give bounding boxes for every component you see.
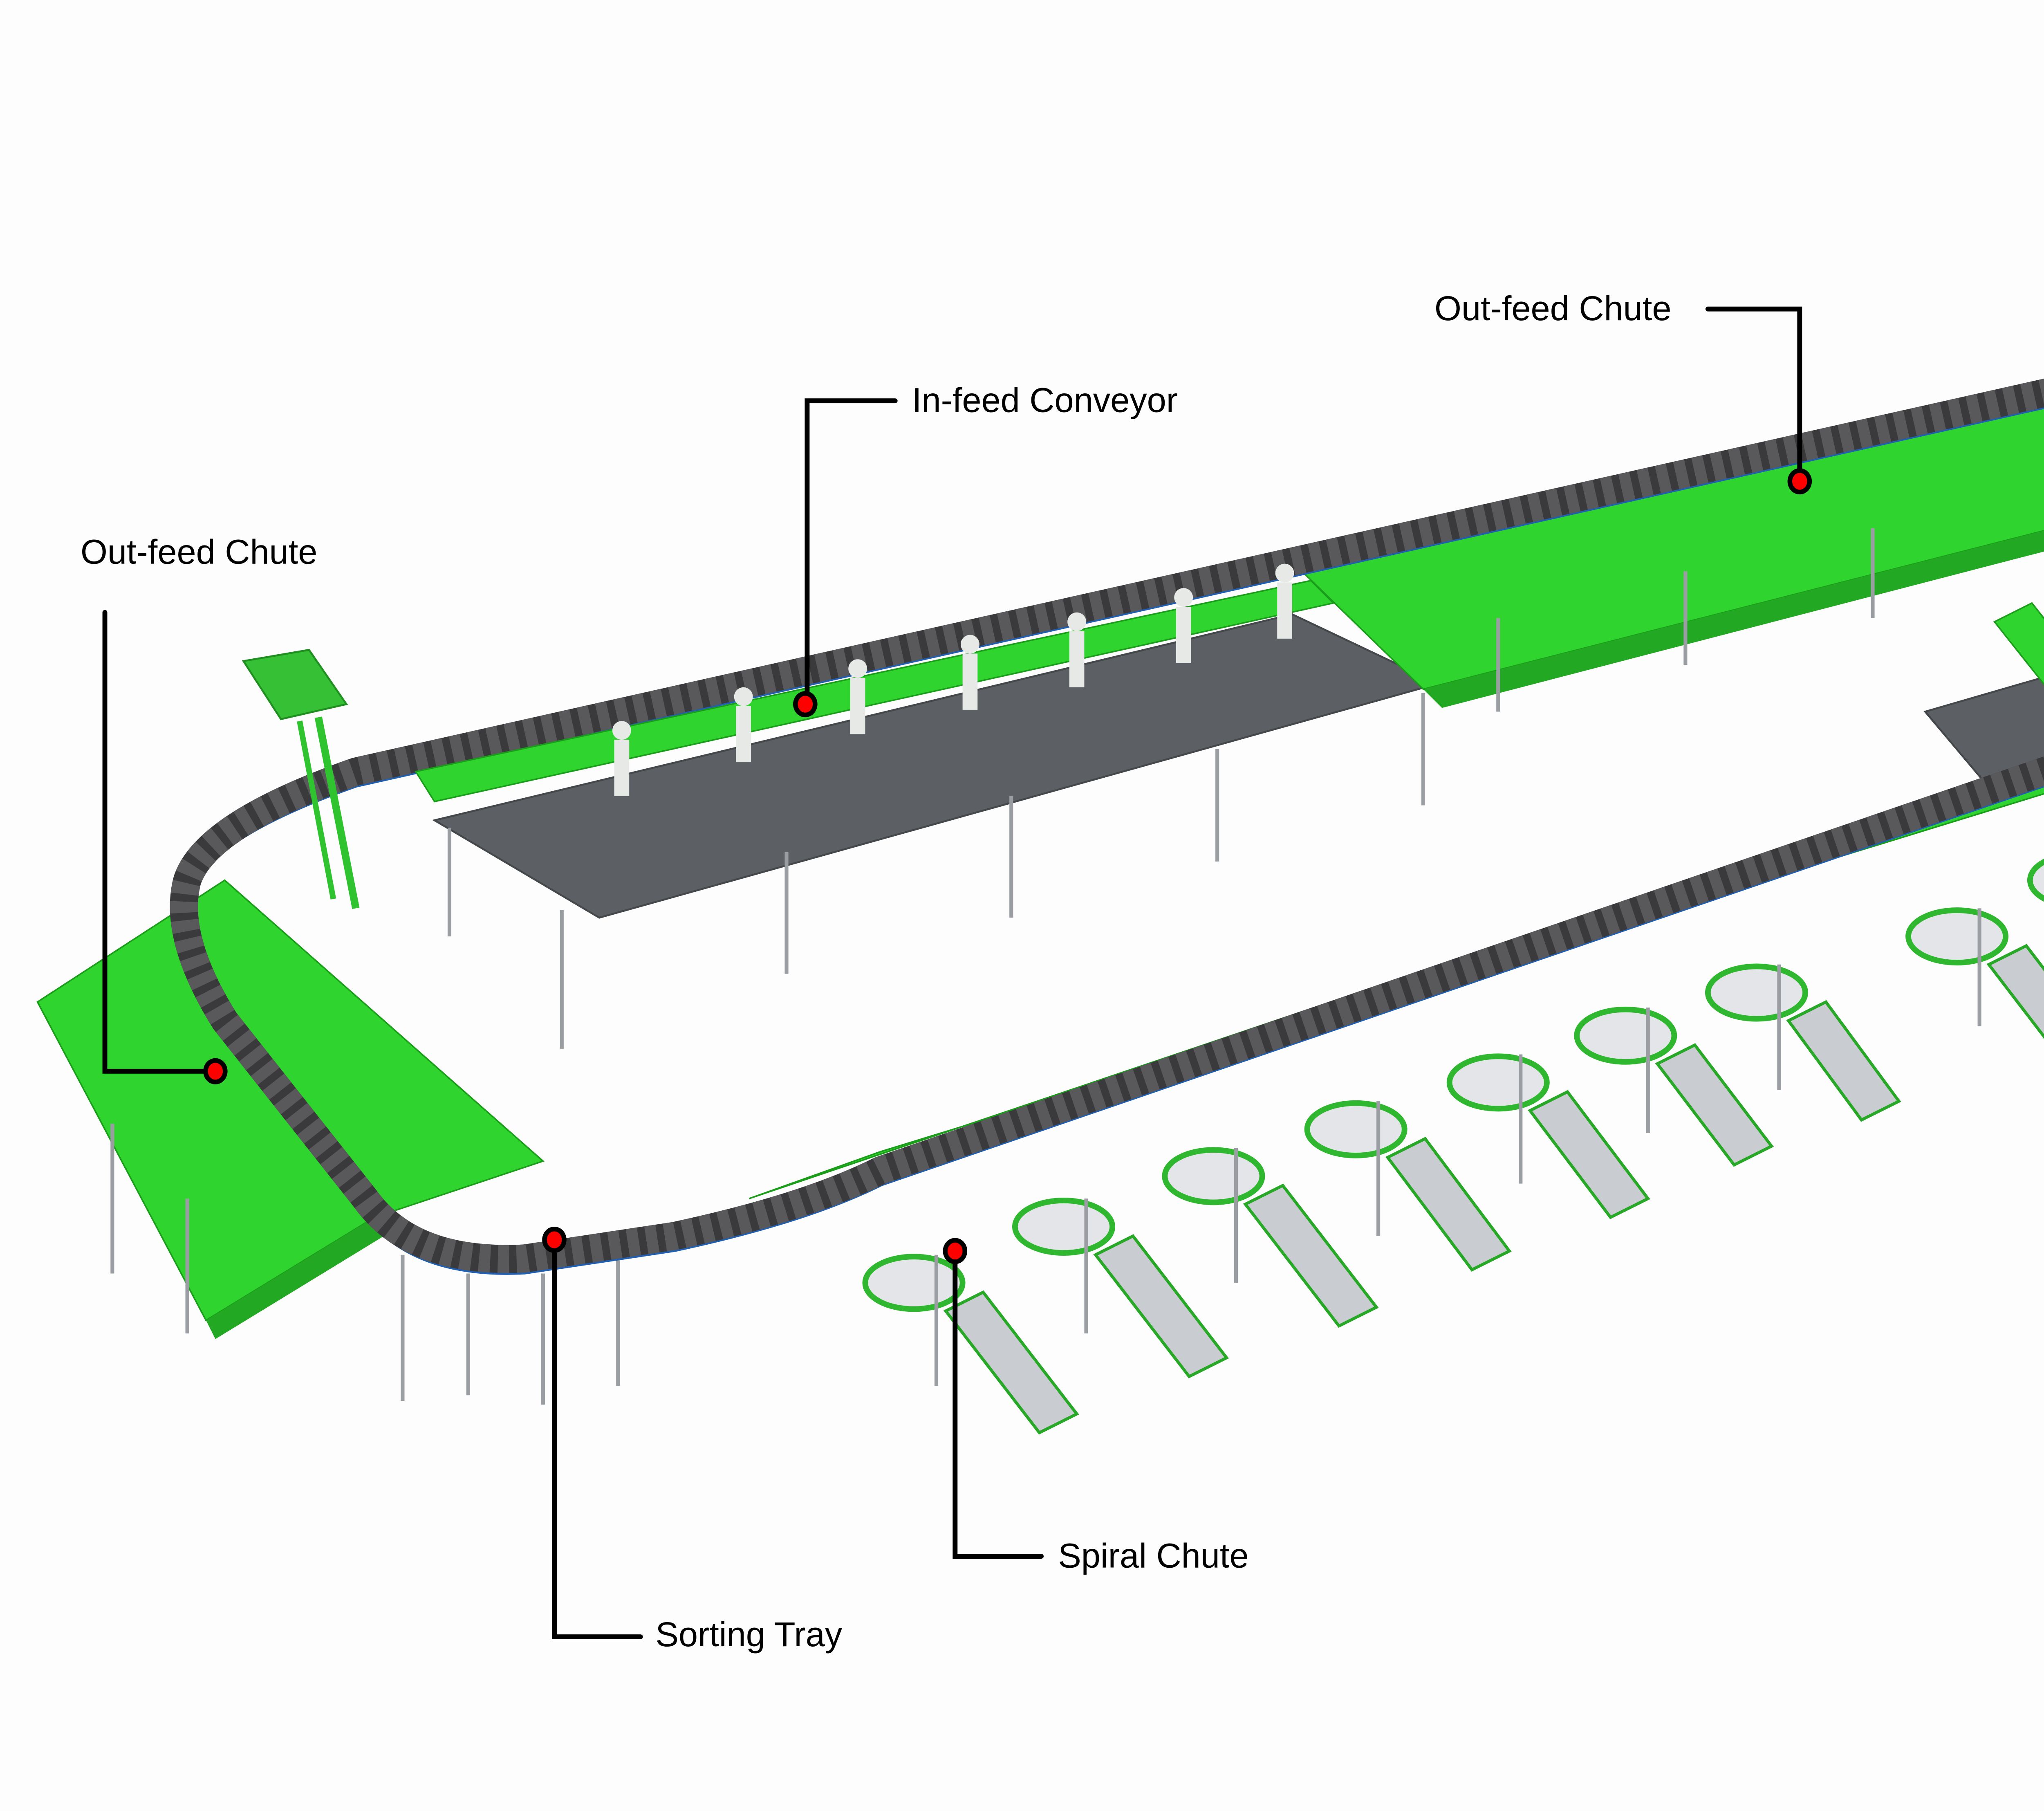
callout-label: In-feed Conveyor — [912, 381, 1178, 420]
callout-sorting-tray: Sorting Tray — [542, 1226, 843, 1654]
leader-line — [1705, 306, 1802, 484]
infeed-chute-stations — [1993, 602, 2044, 686]
leader-line — [552, 1237, 643, 1640]
support-legs — [401, 1254, 620, 1405]
infeed-conveyor-stations — [415, 563, 1335, 803]
marker-dot-icon — [208, 1063, 223, 1080]
spiral-chutes — [862, 858, 2044, 1435]
outfeed-chute-bank-top — [1291, 388, 2044, 712]
infeed-chute-table — [1923, 677, 2044, 784]
callout-spiral-chute: Spiral Chute — [943, 1238, 1249, 1575]
sorter-loop — [170, 378, 2044, 1275]
marker-dot-icon — [1792, 473, 1807, 490]
marker-dot-icon — [547, 1231, 562, 1248]
leader-line — [805, 398, 898, 707]
infeed-conveyor-table — [432, 613, 1441, 1049]
callout-outfeed-chute-left: Out-feed Chute — [81, 532, 317, 1084]
callout-label: Out-feed Chute — [1434, 289, 1671, 328]
callout-outfeed-chute-top: Out-feed Chute — [1434, 289, 1812, 495]
callout-label: Out-feed Chute — [81, 532, 317, 571]
callout-label: Sorting Tray — [655, 1615, 842, 1654]
leader-line — [953, 1248, 1044, 1559]
callout-label: Spiral Chute — [1058, 1536, 1248, 1575]
marker-dot-icon — [947, 1242, 963, 1260]
leader-line — [102, 610, 218, 1074]
marker-dot-icon — [798, 696, 813, 713]
control-box-left — [242, 649, 360, 909]
callout-infeed-conveyor: In-feed Conveyor — [793, 381, 1178, 718]
